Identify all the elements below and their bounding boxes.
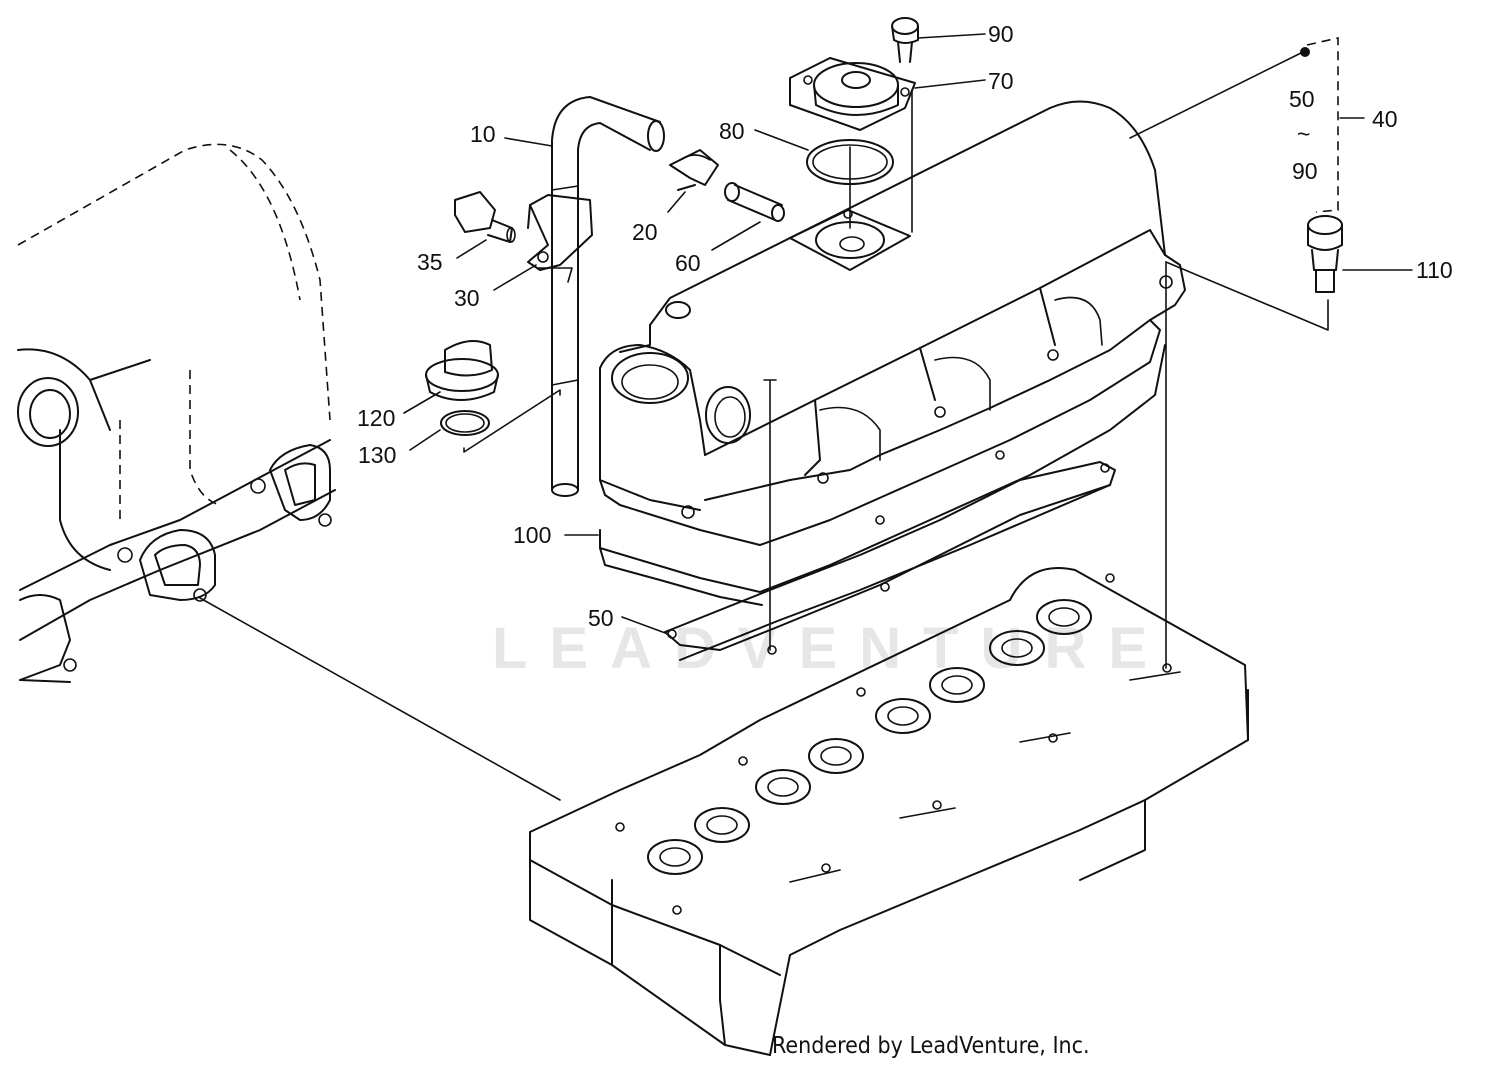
label-35: 35 (417, 249, 443, 275)
credit-text: Rendered by LeadVenture, Inc. (772, 1033, 1090, 1059)
label-40: 40 (1372, 106, 1398, 132)
label-70: 70 (988, 68, 1014, 94)
hose-bracket (527, 194, 593, 271)
oil-filler-cap (425, 340, 499, 401)
cover-gasket (599, 344, 1166, 606)
label-120: 120 (357, 405, 395, 431)
label-50: 50 (588, 605, 614, 631)
label-90: 90 (988, 21, 1014, 47)
label-10: 10 (470, 121, 496, 147)
cylinder-head-cover (599, 100, 1186, 546)
breather-cover (789, 57, 916, 131)
bracket-bolt (454, 191, 516, 243)
intake-manifold (17, 143, 336, 683)
leader-lines (199, 33, 1413, 801)
baffle-plate (664, 450, 1116, 661)
hose-clamp (669, 149, 719, 191)
part-labels: 90 70 80 10 20 60 35 30 120 130 50 ~ 90 … (357, 21, 1453, 631)
cover-screw (891, 17, 919, 63)
valve-bores (647, 599, 1092, 875)
cover-bolt (1307, 215, 1343, 293)
label-100: 100 (513, 522, 551, 548)
label-130: 130 (358, 442, 396, 468)
label-110: 110 (1416, 257, 1453, 283)
breather-hose (551, 96, 665, 497)
watermark: LEADVENTURE (492, 616, 1169, 681)
label-30: 30 (454, 285, 480, 311)
label-range-symbol: ~ (1297, 121, 1310, 147)
label-60: 60 (675, 250, 701, 276)
o-ring-small (440, 410, 490, 436)
label-20: 20 (632, 219, 658, 245)
breather-pipe (724, 182, 785, 222)
label-80: 80 (719, 118, 745, 144)
cylinder-head (529, 567, 1249, 1056)
label-50-range-start: 50 (1289, 86, 1315, 112)
label-90-range-end: 90 (1292, 158, 1318, 184)
